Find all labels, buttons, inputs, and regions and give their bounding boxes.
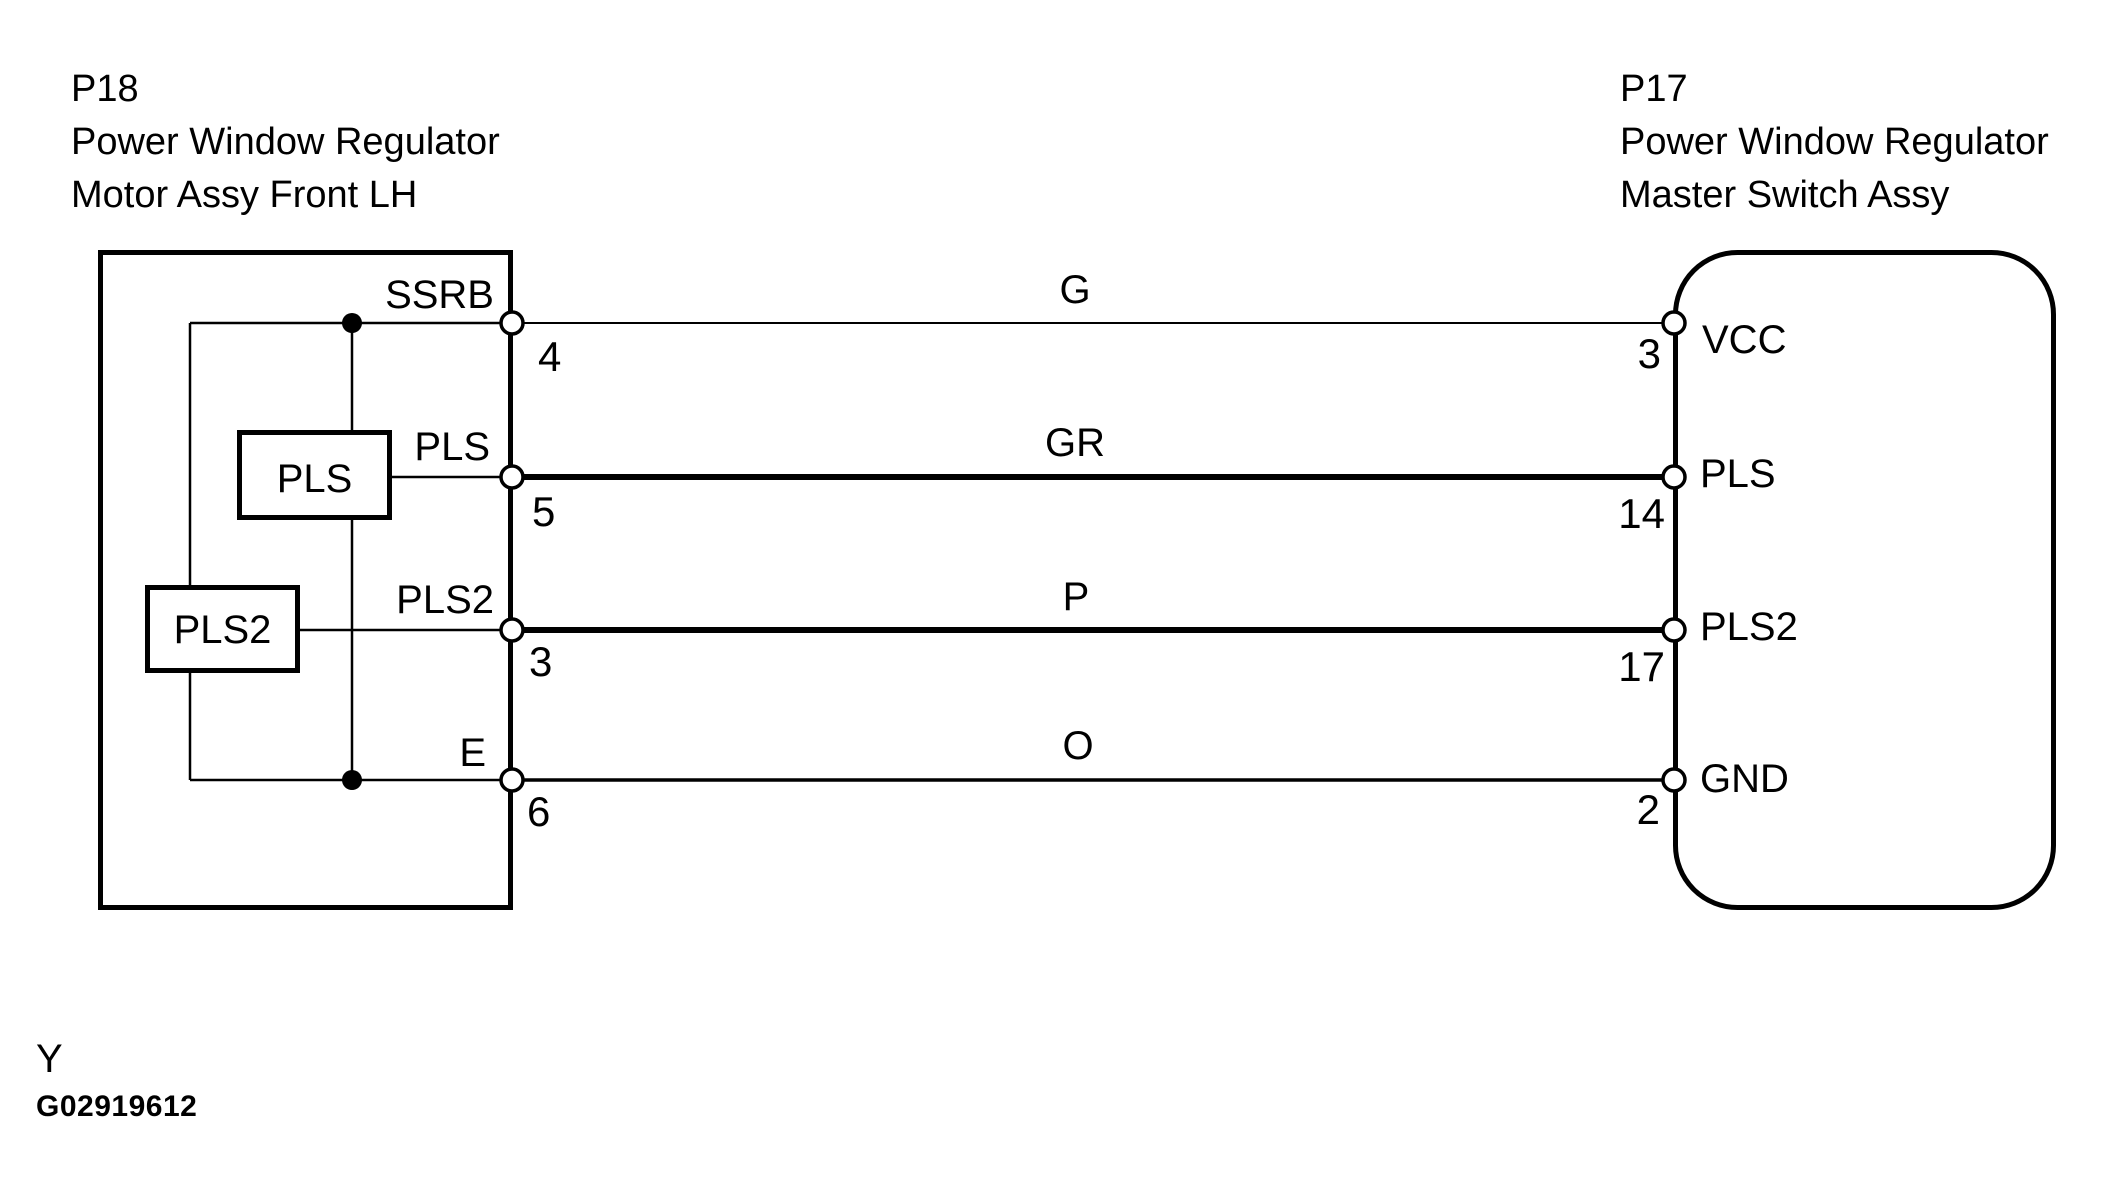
left-connector-outline bbox=[98, 250, 513, 910]
right-connector-code: P17 bbox=[1620, 68, 1688, 110]
right-pin-number-3: 3 bbox=[1637, 330, 1661, 377]
right-pin-number-2: 2 bbox=[1636, 786, 1660, 833]
junction-dot-ssrb bbox=[342, 313, 362, 333]
right-pin-name-gnd: GND bbox=[1700, 757, 1789, 801]
right-pin-number-14: 14 bbox=[1618, 490, 1665, 537]
right-connector-outline bbox=[1673, 250, 2056, 910]
right-pin-name-vcc: VCC bbox=[1702, 318, 1787, 362]
right-pin-terminal-2 bbox=[1661, 767, 1687, 793]
pls2-component-label: PLS2 bbox=[173, 608, 272, 652]
right-pin-number-17: 17 bbox=[1618, 643, 1665, 690]
wire-label-g: G bbox=[1059, 268, 1091, 312]
right-connector-title-line1: Power Window Regulator bbox=[1620, 121, 2049, 163]
right-pin-terminal-3 bbox=[1661, 310, 1687, 336]
junction-dot-e bbox=[342, 770, 362, 790]
wire-label-p: P bbox=[1062, 575, 1090, 619]
right-pin-terminal-14 bbox=[1661, 464, 1687, 490]
left-pin-number-4: 4 bbox=[538, 333, 562, 380]
left-pin-name-ssrb: SSRB bbox=[385, 273, 494, 317]
left-pin-name-pls: PLS bbox=[414, 425, 490, 469]
left-pin-number-5: 5 bbox=[532, 488, 556, 535]
right-pin-terminal-17 bbox=[1661, 617, 1687, 643]
pls-component-box bbox=[237, 430, 392, 520]
right-connector-title-line2: Master Switch Assy bbox=[1620, 174, 1950, 216]
pls-component-label: PLS bbox=[276, 457, 353, 501]
left-pin-terminal-3 bbox=[499, 617, 525, 643]
wire-label-o: O bbox=[1062, 724, 1094, 768]
pls2-component-box bbox=[145, 585, 300, 673]
wire-label-gr: GR bbox=[1045, 421, 1105, 465]
left-connector-title-line1: Power Window Regulator bbox=[71, 121, 500, 163]
footer-figure-code: G02919612 bbox=[36, 1090, 198, 1123]
left-pin-terminal-5 bbox=[499, 464, 525, 490]
left-pin-number-6: 6 bbox=[527, 788, 551, 835]
left-pin-number-3: 3 bbox=[529, 638, 553, 685]
left-connector-title-line2: Motor Assy Front LH bbox=[71, 174, 418, 216]
left-pin-terminal-4 bbox=[499, 310, 525, 336]
right-pin-name-pls: PLS bbox=[1700, 452, 1776, 496]
left-connector-code: P18 bbox=[71, 68, 139, 110]
left-pin-name-pls2: PLS2 bbox=[396, 578, 494, 622]
left-pin-terminal-6 bbox=[499, 767, 525, 793]
right-pin-name-pls2: PLS2 bbox=[1700, 605, 1798, 649]
footer-wire-color-note: Y bbox=[36, 1037, 63, 1081]
left-pin-name-e: E bbox=[459, 731, 486, 775]
